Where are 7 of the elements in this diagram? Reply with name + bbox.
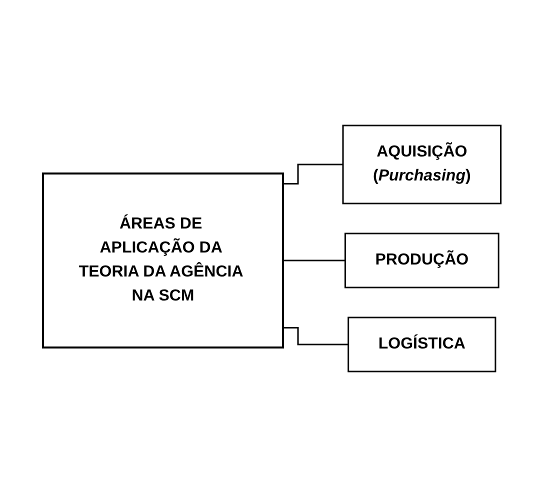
- connector: [282, 326, 348, 346]
- node-box: ÁREAS DE APLICAÇÃO DA TEORIA DA AGÊNCIA NA SCM: [42, 172, 284, 348]
- node-box: AQUISIÇÃO (Purchasing): [342, 124, 502, 204]
- connector: [282, 260, 345, 262]
- node-box: LOGÍSTICA: [347, 316, 496, 372]
- connector: [282, 164, 343, 184]
- node-box: PRODUÇÃO: [344, 232, 499, 288]
